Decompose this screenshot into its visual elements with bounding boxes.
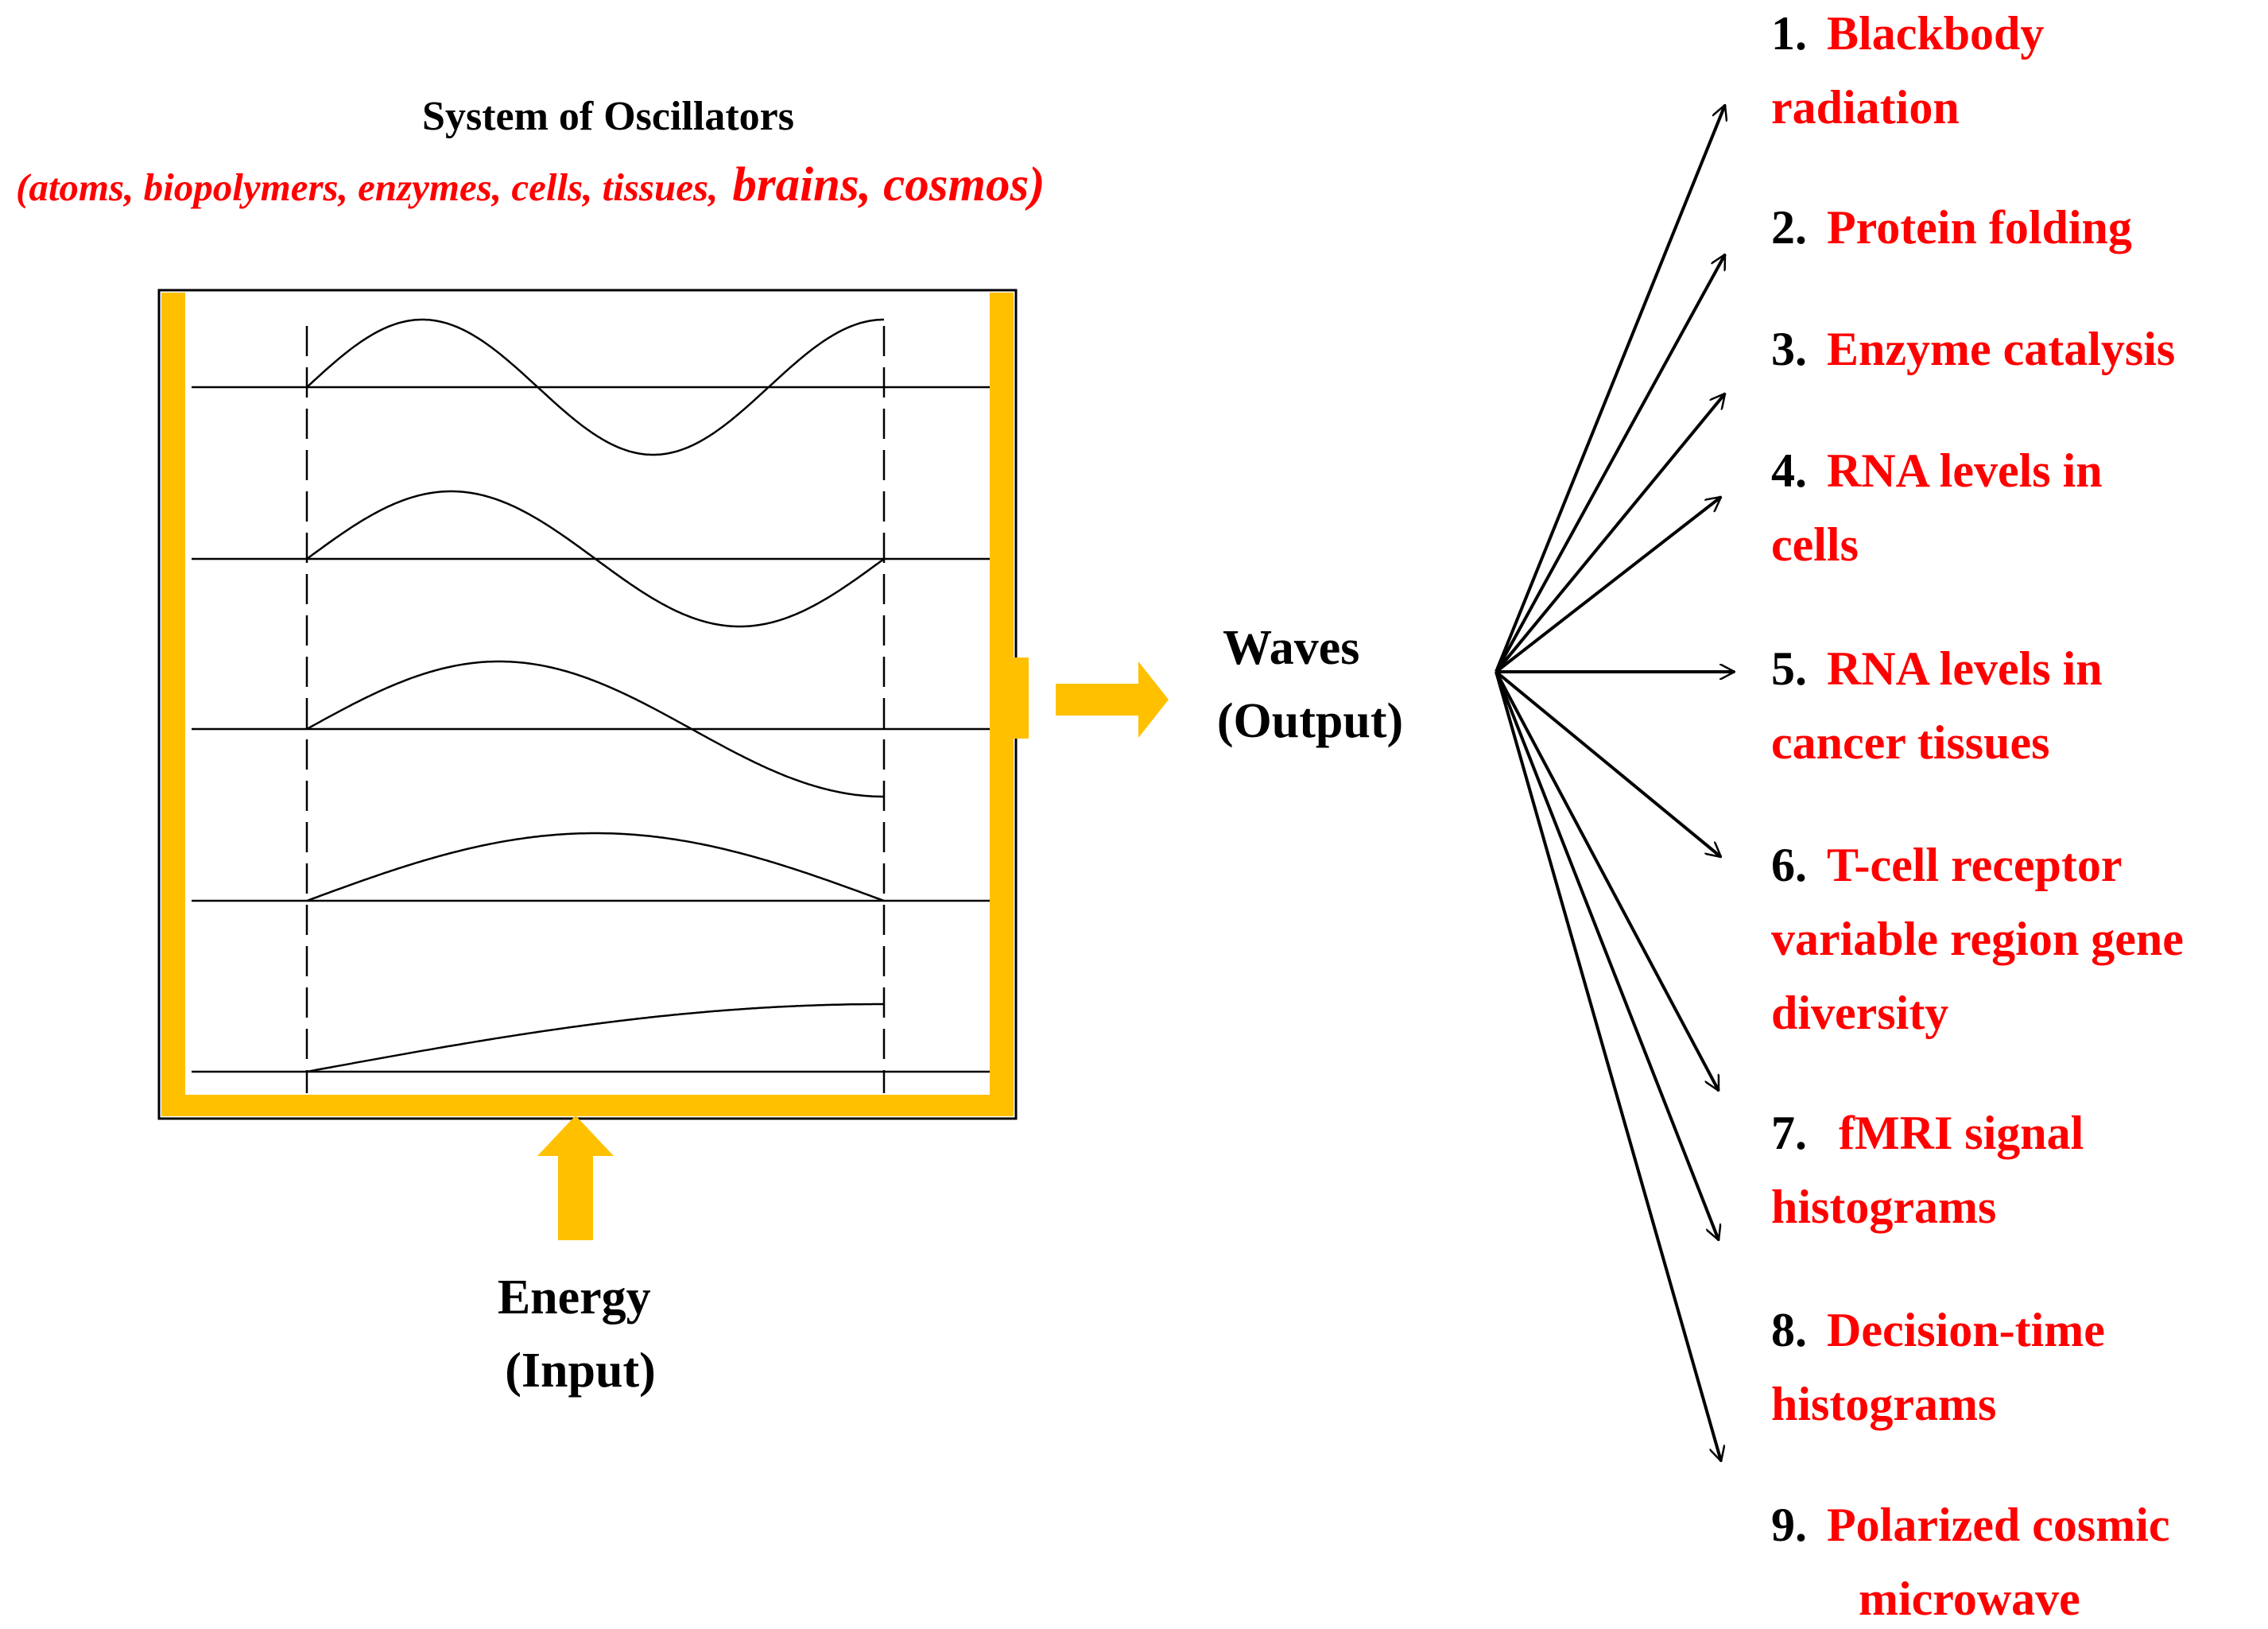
output-item-number: 6. <box>1771 839 1807 891</box>
oscillator-box <box>157 289 1029 1120</box>
output-item-number: 1. <box>1771 7 1807 60</box>
output-arrow-9 <box>1495 671 1721 1461</box>
wave-curve <box>306 1003 884 1073</box>
output-list: 1. Blackbody radiation 2. Protein folding 3. E… <box>1771 7 2184 1625</box>
output-item-text-line: diversity <box>1771 987 1948 1039</box>
output-item-2: 2. Protein folding <box>1771 201 2132 254</box>
input-arrow-icon <box>537 1115 614 1240</box>
output-item-number: 4. <box>1771 444 1807 497</box>
output-item-text-line: variable region gene <box>1771 913 2184 965</box>
diagram-title: System of Oscillators <box>422 94 794 139</box>
subtitle-regular: (atoms, biopolymers, enzymes, cells, tis… <box>16 165 718 209</box>
output-arrow-7 <box>1495 671 1720 1091</box>
output-item-number: 3. <box>1771 323 1807 375</box>
waves-label-line-2: (Output) <box>1217 694 1403 748</box>
output-item-text-line: histograms <box>1771 1378 1996 1430</box>
wave-mode-5 <box>192 318 990 456</box>
output-item-text-line: radiation <box>1771 81 1960 134</box>
waves-label-line-1: Waves <box>1223 621 1359 675</box>
wave-mode-2 <box>192 832 990 902</box>
output-item-number: 2. <box>1771 201 1807 254</box>
output-arrow-4 <box>1495 497 1721 673</box>
output-arrow-1 <box>1495 105 1725 673</box>
wave-mode-3 <box>192 660 990 798</box>
output-item-9: 9. Polarized cosmic microwave <box>1771 1499 2170 1625</box>
output-item-number: 5. <box>1771 642 1807 695</box>
wave-curve <box>306 660 884 798</box>
energy-label: Energy (Input) <box>498 1270 663 1398</box>
output-item-text-line: fMRI signal <box>1827 1107 2084 1159</box>
frame-bottom-wall <box>161 1095 1014 1116</box>
output-arrow-3 <box>1495 394 1725 673</box>
diagram-subtitle: (atoms, biopolymers, enzymes, cells, tis… <box>16 158 1045 211</box>
output-arrow-icon <box>1056 661 1169 738</box>
standing-wave-modes <box>192 318 990 1093</box>
output-item-number: 9. <box>1771 1499 1807 1551</box>
output-item-text-line: histograms <box>1771 1181 1996 1233</box>
energy-label-line-2: (Input) <box>505 1344 656 1398</box>
wave-mode-4 <box>192 490 990 628</box>
output-item-number: 8. <box>1771 1304 1807 1356</box>
wave-curve <box>306 832 885 902</box>
output-item-text-line: RNA levels in <box>1827 444 2103 497</box>
output-item-7: 7. fMRI signal histograms <box>1771 1107 2084 1233</box>
wave-curve <box>306 318 884 456</box>
output-item-3: 3. Enzyme catalysis <box>1771 323 2175 375</box>
wave-mode-1 <box>192 1003 990 1073</box>
output-item-8: 8. Decision-time histograms <box>1771 1304 2105 1430</box>
waves-label: Waves (Output) <box>1217 621 1403 748</box>
subtitle-large: brains, cosmos) <box>732 158 1045 211</box>
wave-curve <box>306 490 885 628</box>
output-item-4: 4. RNA levels in cells <box>1771 444 2103 571</box>
output-item-text-line: cancer tissues <box>1771 716 2050 769</box>
output-arrow-8 <box>1495 671 1719 1240</box>
output-item-text-line: Polarized cosmic <box>1827 1499 2170 1551</box>
output-item-text-line: Protein folding <box>1827 201 2132 254</box>
output-item-text-line: microwave <box>1859 1573 2080 1625</box>
frame-left-wall <box>161 293 185 1105</box>
frame-output-notch <box>1010 657 1029 739</box>
output-item-5: 5. RNA levels in cancer tissues <box>1771 642 2103 769</box>
output-item-text-line: T-cell receptor <box>1827 839 2123 891</box>
output-arrows <box>1495 105 1735 1461</box>
output-item-text-line: Decision-time <box>1827 1304 2105 1356</box>
box-outline <box>157 289 1018 1120</box>
energy-label-line-1: Energy <box>498 1270 651 1325</box>
output-arrow-2 <box>1495 254 1727 673</box>
output-item-text-line: Enzyme catalysis <box>1827 323 2175 375</box>
output-item-text-line: Blackbody <box>1827 7 2044 60</box>
output-item-1: 1. Blackbody radiation <box>1771 7 2044 134</box>
output-arrow-6 <box>1495 670 1721 857</box>
output-item-number: 7. <box>1771 1107 1807 1159</box>
output-item-6: 6. T-cell receptor variable region gene div… <box>1771 839 2184 1039</box>
output-item-text-line: RNA levels in <box>1827 642 2103 695</box>
output-item-text-line: cells <box>1771 518 1859 571</box>
